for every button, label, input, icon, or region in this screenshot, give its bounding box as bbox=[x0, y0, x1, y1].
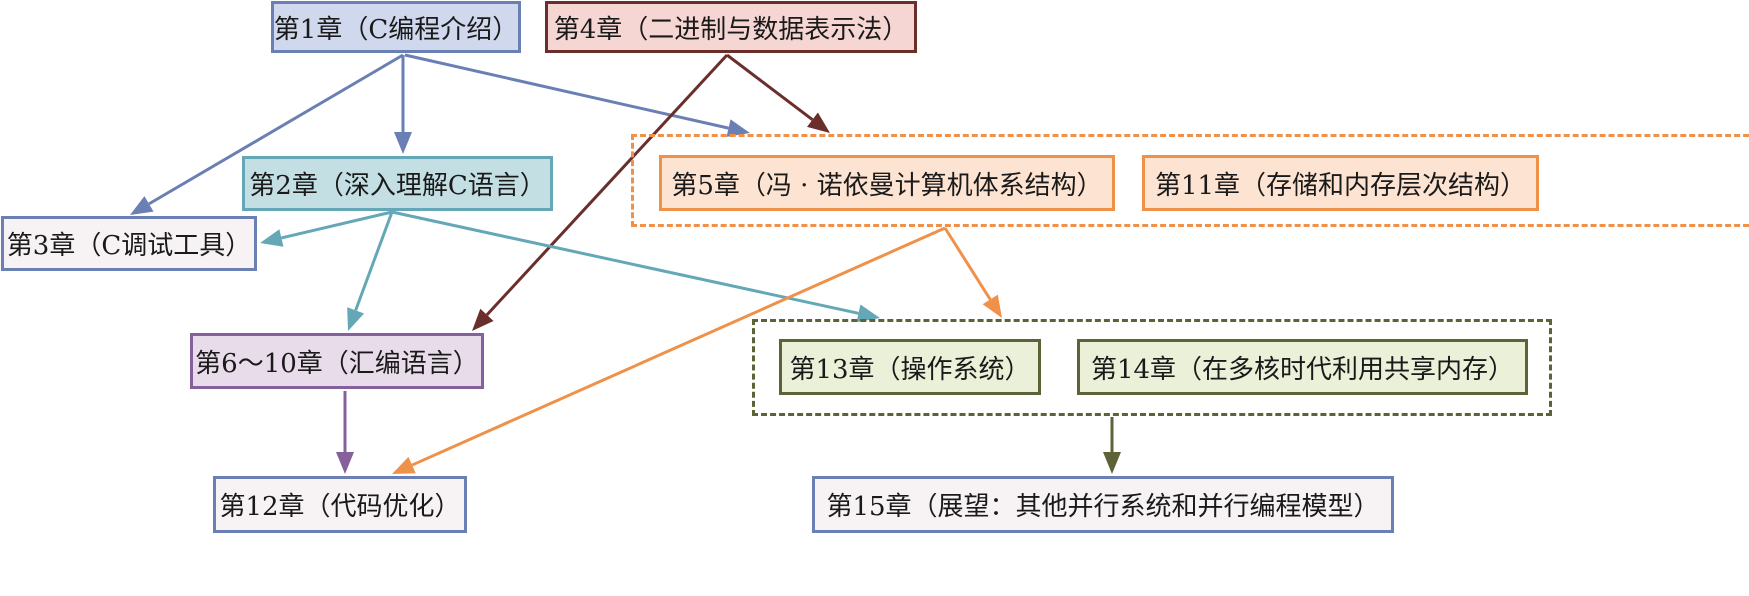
arrowhead-icon bbox=[726, 119, 750, 137]
node-chapter-4: 第4章（二进制与数据表示法） bbox=[545, 1, 917, 53]
edge-line bbox=[411, 226, 946, 467]
node-chapter-3: 第3章（C调试工具） bbox=[1, 216, 257, 271]
arrowhead-icon bbox=[982, 294, 1002, 318]
edge-ch1-to-architecture bbox=[404, 53, 750, 137]
group-parallel bbox=[752, 319, 1552, 416]
arrowhead-icon bbox=[392, 456, 416, 474]
node-chapter-1: 第1章（C编程介绍） bbox=[271, 1, 521, 53]
edge-line bbox=[943, 227, 992, 301]
arrowhead-icon bbox=[1103, 452, 1121, 474]
arrowhead-icon bbox=[394, 132, 412, 154]
arrowhead-icon bbox=[472, 308, 494, 331]
edge-ch4-to-architecture bbox=[726, 53, 830, 133]
node-chapter-5: 第5章（冯 · 诺依曼计算机体系结构） bbox=[659, 155, 1115, 211]
edge-ch2-to-parallel bbox=[391, 210, 880, 323]
edge-line bbox=[404, 53, 729, 130]
node-chapter-13: 第13章（操作系统） bbox=[779, 339, 1041, 395]
edge-line bbox=[148, 53, 404, 206]
edge-line bbox=[354, 211, 394, 311]
edge-ch1-to-ch3 bbox=[130, 53, 404, 215]
node-chapter-15: 第15章（展望：其他并行系统和并行编程模型） bbox=[812, 476, 1394, 533]
arrowhead-icon bbox=[807, 112, 830, 133]
group-architecture bbox=[631, 134, 1749, 227]
edge-architecture-to-ch12 bbox=[392, 226, 946, 474]
edge-line bbox=[391, 210, 859, 315]
arrowhead-icon bbox=[856, 304, 880, 323]
node-chapter-12: 第12章（代码优化） bbox=[213, 476, 467, 533]
arrowhead-icon bbox=[260, 229, 284, 247]
node-chapter-11: 第11章（存储和内存层次结构） bbox=[1142, 155, 1539, 211]
node-chapter-14: 第14章（在多核时代利用共享内存） bbox=[1077, 339, 1528, 395]
edge-ch1-to-ch2 bbox=[394, 55, 412, 154]
edge-architecture-to-parallel bbox=[943, 227, 1002, 318]
arrowhead-icon bbox=[347, 307, 365, 331]
edge-ch6_10-to-ch12 bbox=[336, 391, 354, 474]
edge-line bbox=[485, 53, 729, 316]
edge-line bbox=[281, 210, 393, 240]
edge-ch4-to-ch6_10 bbox=[472, 53, 729, 331]
edge-ch2-to-ch6_10 bbox=[347, 211, 394, 331]
edge-parallel-to-ch15 bbox=[1103, 417, 1121, 474]
arrowhead-icon bbox=[336, 452, 354, 474]
edge-line bbox=[726, 53, 814, 121]
node-chapter-2: 第2章（深入理解C语言） bbox=[242, 156, 553, 211]
node-chapter-6-10: 第6～10章（汇编语言） bbox=[190, 333, 484, 389]
edge-ch2-to-ch3 bbox=[260, 210, 393, 247]
arrowhead-icon bbox=[130, 196, 154, 215]
